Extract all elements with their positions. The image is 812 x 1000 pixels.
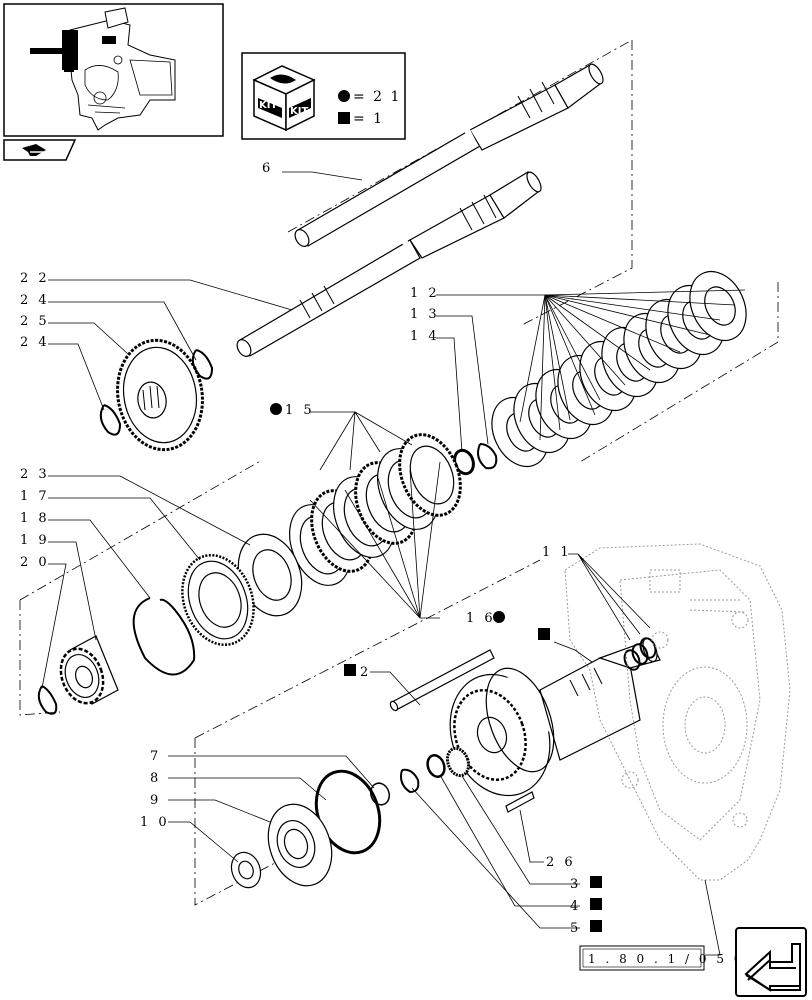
part-snap-ring-13: [477, 443, 498, 470]
callout-15-kit-circle: [270, 403, 282, 415]
callout-19: 1 9: [20, 533, 50, 548]
callout-7: 7: [150, 749, 161, 764]
callout-26: 2 6: [546, 855, 576, 870]
part-clutch-disc-pack: [289, 433, 462, 586]
part-clutch-drum: [449, 637, 661, 797]
part-washer-4: [426, 754, 446, 778]
callout-22: 2 2: [20, 271, 50, 286]
callout-5: 5: [570, 921, 581, 936]
kit-box-icon: KIT KIT: [252, 65, 316, 132]
callout-17: 1 7: [20, 489, 50, 504]
callout-4: 4: [570, 899, 581, 914]
leader-lines: [41, 171, 746, 956]
kit-square-marker: [338, 112, 350, 124]
callout-6: 6: [262, 161, 273, 176]
callout-18: 1 8: [20, 511, 50, 526]
part-snap-ring-24-upper: [191, 349, 214, 380]
part-gear-25: [116, 338, 204, 452]
part-shaft-upper: [294, 63, 604, 247]
callout-24-upper: 2 4: [20, 293, 50, 308]
callout-9: 9: [150, 793, 161, 808]
kit-legend: KIT KIT = 2 1 = 1: [241, 52, 406, 140]
part-hub-19: [59, 635, 119, 705]
part-shaft-lower: [236, 171, 542, 357]
assembly-boundary-lines: [19, 39, 779, 906]
part-washer-10: [230, 851, 262, 889]
part-spring-11: [623, 637, 657, 671]
next-page-button[interactable]: [735, 927, 807, 997]
callout-20: 2 0: [20, 555, 50, 570]
callout-labels: 6 2 2 2 4 2 5 2 4 1 2 1 3 1 4 1 5 2 3 1 …: [20, 161, 602, 936]
kit-circle-quantity: = 2 1: [353, 89, 401, 105]
callout-16-kit-circle: [493, 611, 505, 623]
callout-3-kit-square: [590, 876, 602, 888]
part-snap-ring-24-lower: [99, 404, 122, 436]
part-pin-2: [389, 649, 495, 712]
callout-2-kit-square: [344, 664, 356, 676]
callout-14: 1 4: [410, 329, 440, 344]
callout-15: 1 5: [285, 403, 315, 418]
callout-24-lower: 2 4: [20, 335, 50, 350]
assembly-thumbnail-icon: [30, 7, 176, 131]
callout-2: 2: [360, 665, 371, 680]
back-button[interactable]: [3, 139, 77, 161]
part-pin-26: [505, 791, 535, 813]
clutch-disc-bore: [409, 445, 455, 505]
thumbnail-panel[interactable]: [3, 3, 224, 137]
drum-kit-square: [538, 628, 550, 640]
spring-washer-bore: [704, 286, 736, 326]
part-circlip-18: [132, 597, 196, 676]
ghost-gearbox-housing: [564, 543, 791, 881]
back-arrow-icon: [22, 144, 46, 156]
callout-8: 8: [150, 771, 161, 786]
callout-13: 1 3: [410, 307, 440, 322]
part-snap-ring-5: [400, 768, 420, 794]
part-pinion: [445, 746, 471, 778]
callout-12: 1 2: [410, 286, 440, 301]
callout-16: 1 6: [466, 611, 496, 626]
part-friction-plate-17: [181, 553, 255, 647]
part-piston-9: [267, 803, 333, 887]
callout-23: 2 3: [20, 467, 50, 482]
callout-3: 3: [570, 877, 581, 892]
kit-word-left: KIT: [259, 100, 277, 111]
part-washer-23: [237, 533, 303, 617]
callout-25: 2 5: [20, 314, 50, 329]
callout-10: 1 0: [140, 815, 170, 830]
kit-square-quantity: = 1: [353, 111, 384, 127]
reference-link[interactable]: 1 . 8 0 . 1 / 0 5 0 1: [579, 945, 762, 971]
next-page-arrow-icon: [744, 943, 801, 992]
part-spring-washers-12: [491, 270, 747, 468]
kit-word-right: KIT: [290, 106, 308, 117]
reference-code: 1 . 8 0 . 1 / 0 5 0 1: [588, 952, 762, 966]
kit-circle-marker: [338, 90, 350, 102]
callout-11: 1 1: [542, 545, 572, 560]
part-snap-ring-20: [37, 685, 58, 715]
callout-5-kit-square: [590, 920, 602, 932]
callout-4-kit-square: [590, 898, 602, 910]
